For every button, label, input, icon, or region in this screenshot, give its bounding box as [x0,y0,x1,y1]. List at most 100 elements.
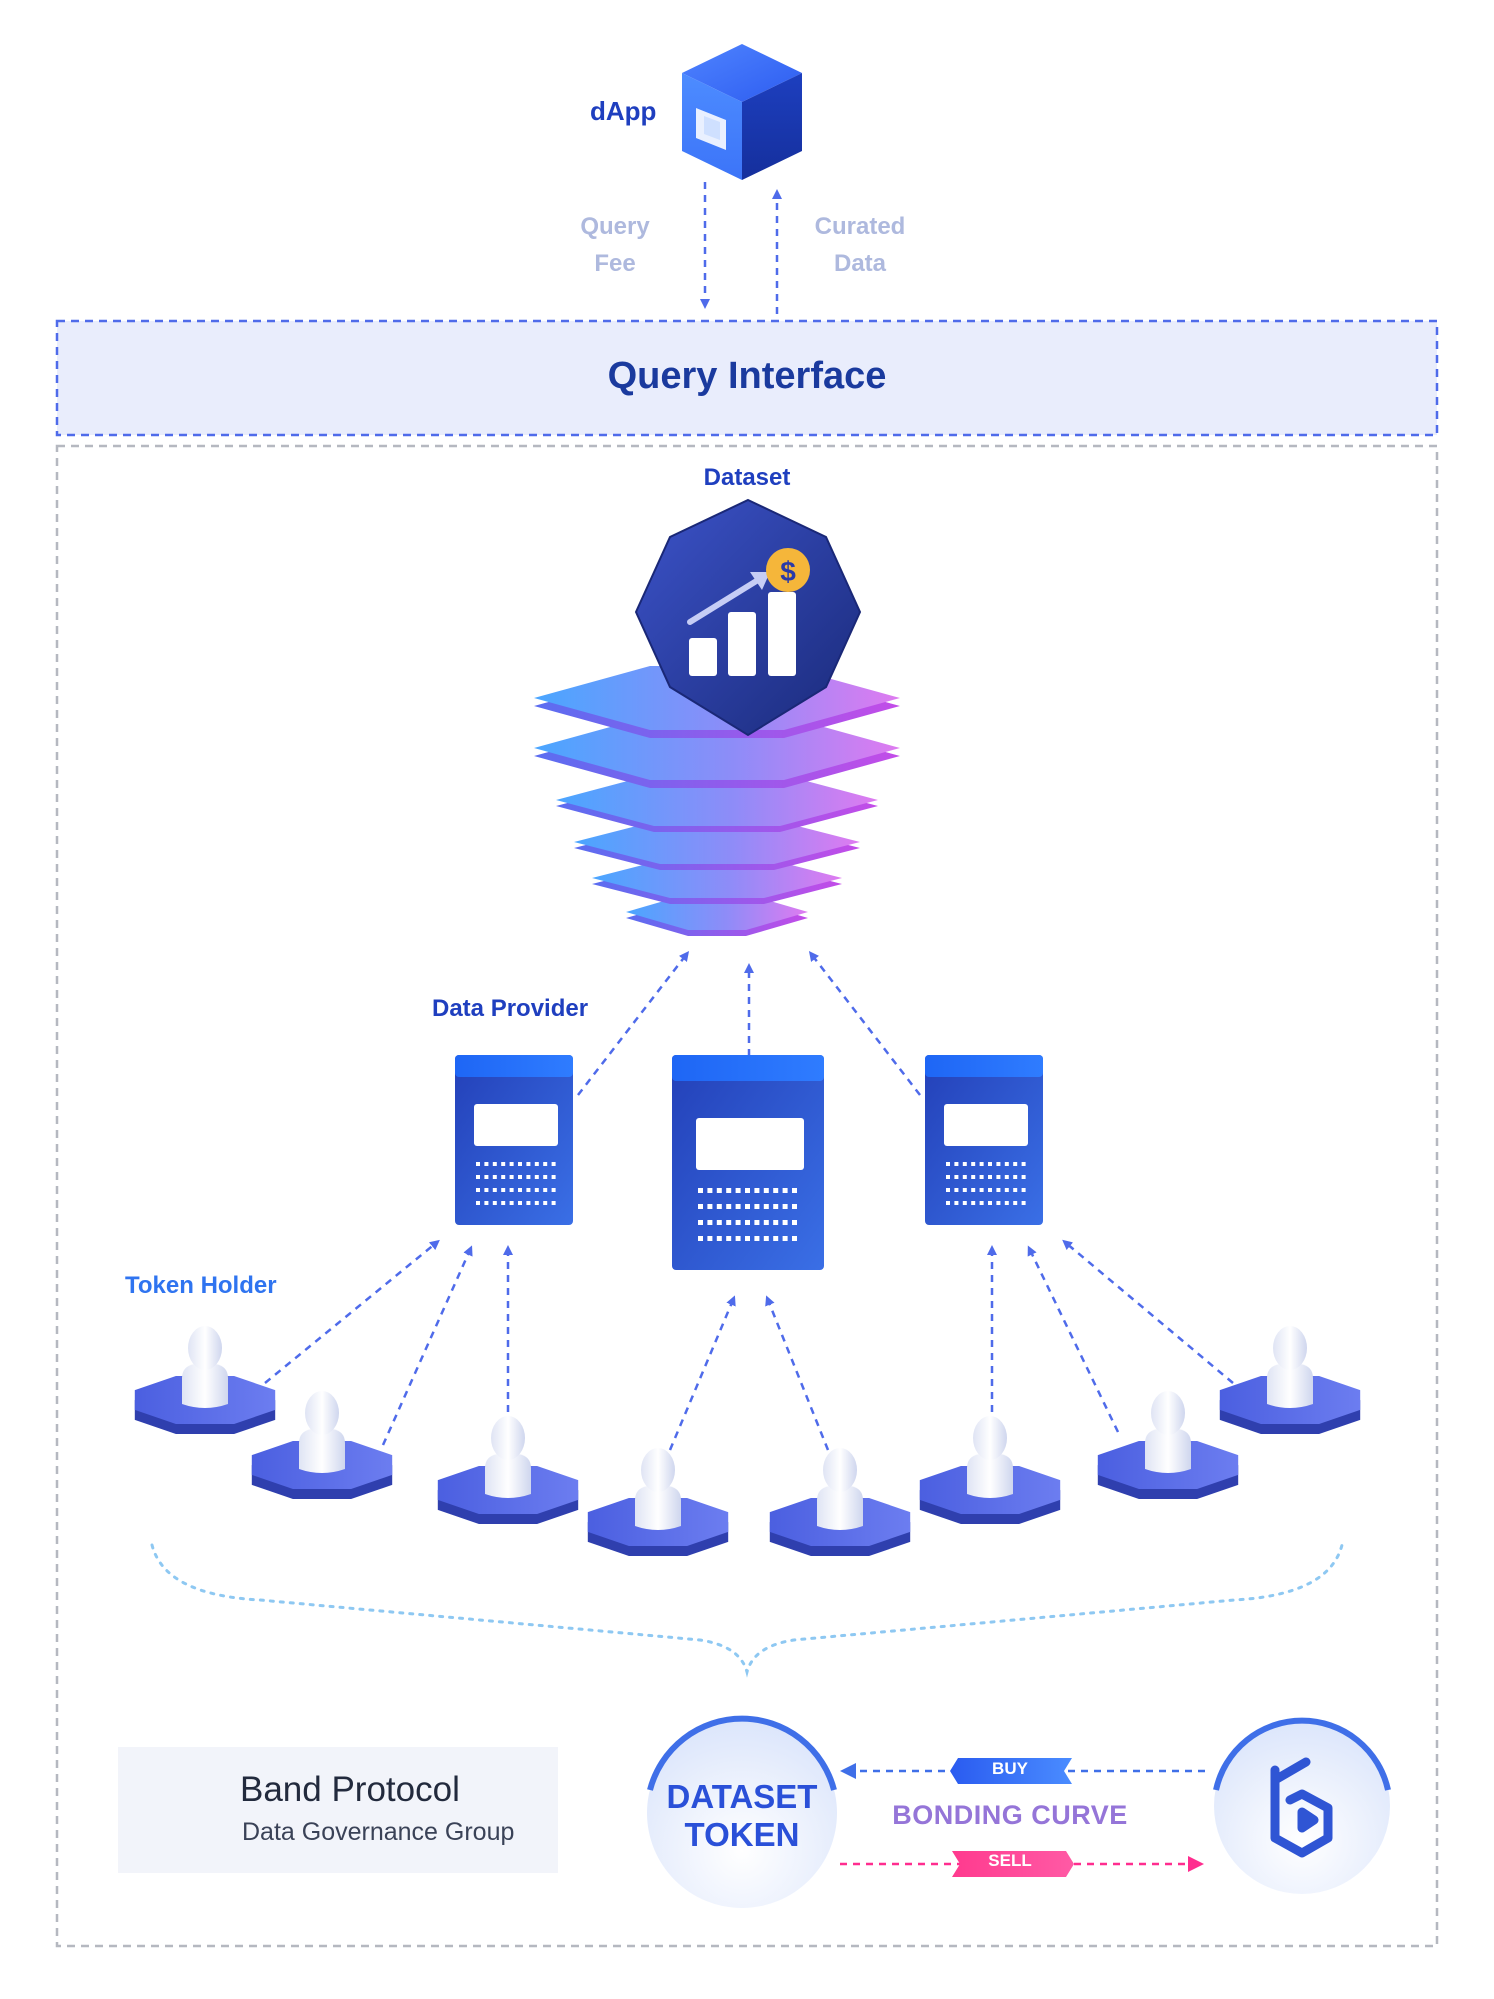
server-vent-dot [962,1201,967,1205]
server-vent-dot [476,1162,480,1166]
server-vent-dot [476,1175,480,1179]
server-vent-dot [509,1175,514,1179]
server-vent-dot [518,1188,522,1192]
server-vent-dot [979,1201,984,1205]
server-icon [672,1055,824,1270]
server-vent-dot [773,1236,779,1241]
server-vent-dot [946,1162,950,1166]
server-vent-dot [526,1201,531,1205]
person-icon [134,1326,276,1434]
server-vent-dot [492,1201,497,1205]
server-vent-dot [509,1188,514,1192]
server-vent-dot [745,1236,750,1241]
server-vent-dot [1004,1201,1009,1205]
band-card [118,1747,558,1873]
server-vent-dot [996,1201,1001,1205]
server-vent-dot [501,1201,506,1205]
server-vent-dot [726,1204,732,1209]
server-vent-dot [543,1175,548,1179]
server-vent-dot [492,1175,497,1179]
server-vent-dot [954,1162,959,1166]
server-vent-dot [534,1162,539,1166]
server-vent-dot [954,1175,959,1179]
server-vent-dot [946,1201,950,1205]
server-vent-dot [971,1175,976,1179]
server-vent-dot [962,1175,967,1179]
server-vent-dot [1004,1175,1009,1179]
server-vent-dot [484,1201,489,1205]
server-vent-dot [707,1220,713,1225]
server-vent-dot [551,1175,556,1179]
server-vent-dot [745,1188,750,1193]
server-vent-dot [996,1188,1001,1192]
person-icon [919,1416,1061,1524]
server-vent-dot [979,1188,984,1192]
dataset-token-circle [647,1715,837,1908]
server-vent-dot [996,1175,1001,1179]
server-vent-dot [543,1162,548,1166]
server-vent-dot [782,1236,788,1241]
query-interface-label: Query Interface [607,355,887,397]
server-vent-dot [1021,1188,1026,1192]
server-vent-dot [754,1220,760,1225]
server-vent-dot [526,1175,531,1179]
dataset-label: Dataset [703,464,791,491]
sell-label: SELL [988,1851,1032,1870]
server-vent-dot [773,1188,779,1193]
server-vent-dot [509,1201,514,1205]
data-provider-label: Data Provider [432,995,589,1022]
server-vent-dot [492,1188,497,1192]
dataset-token-label: DATASET TOKEN [666,1778,818,1853]
server-vent-dot [946,1188,950,1192]
server-vent-dot [707,1204,713,1209]
server-vent-dot [792,1204,797,1209]
server-vent-dot [518,1175,522,1179]
server-vent-dot [988,1188,992,1192]
server-vent-dot [988,1175,992,1179]
query-interface-bar [55,319,1439,437]
server-vent-dot [698,1204,703,1209]
server-vent-dot [726,1236,732,1241]
server-vent-dot [773,1220,779,1225]
server-vent-dot [726,1188,732,1193]
server-vent-dot [782,1220,788,1225]
server-vent-dot [484,1162,489,1166]
dataset-group-frame [55,444,1439,1948]
person-icon [251,1391,393,1499]
server-vent-dot [996,1162,1001,1166]
server-vent-dot [509,1162,514,1166]
dapp-label: dApp [590,96,657,126]
server-vent-dot [1013,1175,1018,1179]
server-vent-dot [518,1162,522,1166]
server-vent-dot [1021,1162,1026,1166]
server-vent-dot [707,1188,713,1193]
person-icon [1219,1326,1361,1434]
server-vent-dot [484,1188,489,1192]
band-name: Band Protocol [240,1770,460,1809]
server-vent-dot [716,1188,722,1193]
token-holder-label: Token Holder [125,1272,277,1299]
server-vent-dot [971,1162,976,1166]
server-vent-dot [1004,1162,1009,1166]
provider-to-dataset-arrow [808,951,921,1096]
server-vent-dot [526,1188,531,1192]
server-vent-dot [1021,1201,1026,1205]
server-vent-dot [476,1201,480,1205]
server-vent-dot [946,1175,950,1179]
server-vent-dot [792,1236,797,1241]
band-subtitle: Data Governance Group [242,1818,515,1846]
server-vent-dot [501,1162,506,1166]
server-vent-dot [763,1204,769,1209]
server-vent-dot [1013,1201,1018,1205]
server-vent-dot [526,1162,531,1166]
server-vent-dot [971,1201,976,1205]
server-vent-dot [754,1236,760,1241]
server-vent-dot [754,1204,760,1209]
server-vent-dot [792,1188,797,1193]
server-vent-dot [551,1201,556,1205]
server-vent-dot [698,1188,703,1193]
person-icon [587,1448,729,1556]
server-vent-dot [726,1220,732,1225]
server-vent-dot [782,1204,788,1209]
coin-symbol: $ [780,556,796,587]
